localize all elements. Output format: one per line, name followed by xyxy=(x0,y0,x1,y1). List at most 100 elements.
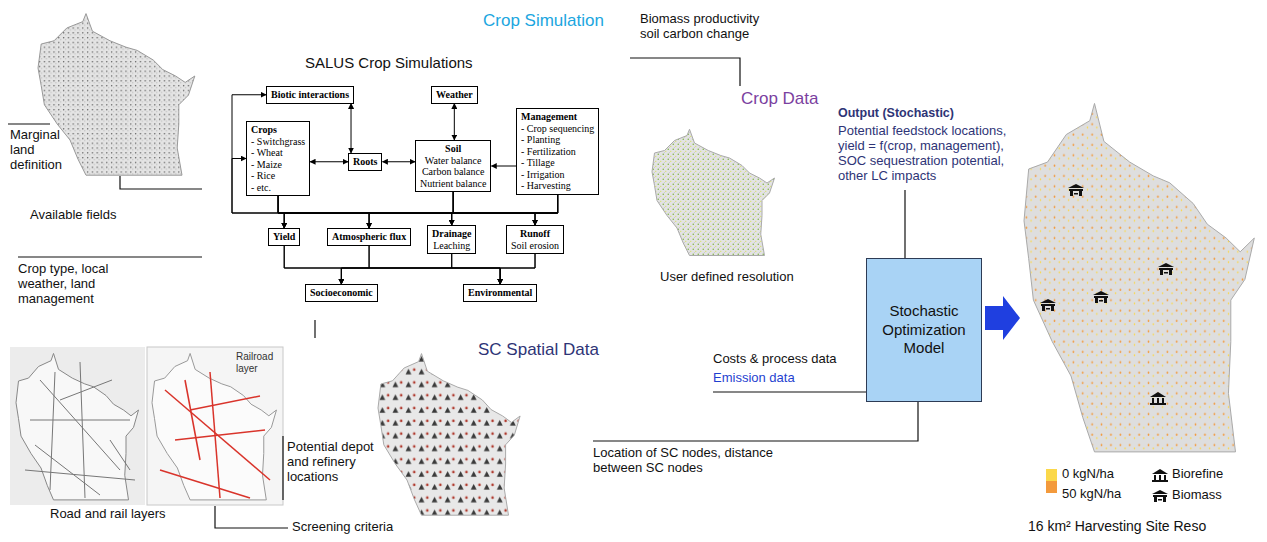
illustration-part xyxy=(904,190,905,258)
legend-text: Biorefine xyxy=(1172,467,1223,482)
illustration-part xyxy=(190,396,260,410)
legend-text: Biomass xyxy=(1172,488,1222,503)
node-text: Carbon balance xyxy=(420,166,486,178)
annotation-label: Costs & process data xyxy=(713,352,837,367)
illustration-part xyxy=(630,58,740,86)
illustration-part xyxy=(713,391,866,392)
node-heading: Weather xyxy=(436,89,473,101)
illustration-part xyxy=(175,430,265,440)
node-text: Leaching xyxy=(432,240,471,252)
annotation-label: Potential depot and refinery locations xyxy=(287,440,379,485)
node-text: - etc. xyxy=(251,182,305,194)
connector xyxy=(453,192,535,225)
illustration-part xyxy=(120,176,202,189)
process-box: Roots xyxy=(348,153,382,171)
process-box: RunoffSoil erosion xyxy=(506,225,564,254)
node-text: - Irrigation xyxy=(521,169,594,181)
illustration-part xyxy=(215,506,288,528)
illustration-part xyxy=(210,372,220,498)
node-heading: Soil xyxy=(420,143,486,155)
connector xyxy=(284,195,557,229)
leader-lines xyxy=(8,58,918,528)
rail-map xyxy=(152,353,276,499)
process-box: Yield xyxy=(268,228,300,246)
connector xyxy=(341,254,535,284)
legend-swatch xyxy=(1046,481,1057,493)
road-map xyxy=(16,353,139,499)
node-text: - Rice xyxy=(251,170,305,182)
node-text: - Fertilization xyxy=(521,146,594,158)
node-heading: Stochastic Optimization Model xyxy=(875,302,973,358)
node-text: - Maize xyxy=(251,159,305,171)
annotation-label: User defined resolution xyxy=(660,270,794,285)
process-box: Management- Crop sequencing- Planting- F… xyxy=(516,108,599,195)
node-heading: Crops xyxy=(251,124,305,136)
connector xyxy=(369,192,453,228)
process-box: SoilWater balanceCarbon balanceNutrient … xyxy=(415,140,491,192)
illustration-part xyxy=(1152,490,1168,502)
connector xyxy=(452,254,500,284)
rail-map-ground xyxy=(147,347,283,505)
illustration-part xyxy=(35,445,100,495)
annotation-label: Railroad layer xyxy=(236,351,282,374)
process-box: Environmental xyxy=(463,284,537,302)
illustration-part xyxy=(8,123,50,124)
annotation-label: Crop Data xyxy=(741,89,818,109)
connector xyxy=(452,195,558,226)
annotation-label: Available fields xyxy=(30,208,116,223)
node-heading: Management xyxy=(521,111,594,123)
node-text: - Switchgrass xyxy=(251,136,305,148)
illustration-part xyxy=(282,436,283,500)
connector xyxy=(278,196,535,225)
illustration-part xyxy=(60,380,112,400)
connector xyxy=(278,196,452,225)
process-box: DrainageLeaching xyxy=(427,225,476,254)
rail-lines xyxy=(160,372,270,498)
connector xyxy=(278,196,369,228)
illustration-part xyxy=(80,362,85,498)
marginal-land-map xyxy=(38,14,195,176)
node-heading: Environmental xyxy=(468,287,532,299)
connector xyxy=(278,196,284,228)
node-heading: Socioeconomic xyxy=(310,287,373,299)
sc-node-map xyxy=(378,354,520,516)
illustration-part xyxy=(1150,392,1166,405)
node-text: Water balance xyxy=(420,155,486,167)
annotation-label: SC Spatial Data xyxy=(478,340,599,360)
node-text: Nutrient balance xyxy=(420,178,486,190)
connector xyxy=(351,104,352,154)
connector xyxy=(369,195,558,229)
node-text: Soil erosion xyxy=(511,240,559,252)
facility-icons xyxy=(1040,184,1174,502)
annotation-label: Biomass productivity soil carbon change xyxy=(640,12,770,42)
legend-swatch xyxy=(1046,469,1057,481)
illustration-part xyxy=(1152,469,1168,482)
node-text: - Crop sequencing xyxy=(521,123,594,135)
connector xyxy=(284,246,500,285)
annotation-label: 16 km² Harvesting Site Reso xyxy=(1028,518,1206,534)
illustration-part xyxy=(1040,299,1056,311)
legend-text: 0 kgN/ha xyxy=(1062,467,1114,482)
connector xyxy=(382,161,415,162)
node-heading: Roots xyxy=(353,156,377,168)
annotation-label: Marginal land definition xyxy=(10,128,70,173)
annotation-label: Crop type, local weather, land managemen… xyxy=(18,262,126,307)
road-map-ground xyxy=(10,347,145,505)
illustration-part xyxy=(30,420,130,421)
process-box: Crops- Switchgrass- Wheat- Maize- Rice- … xyxy=(246,121,310,196)
crop-data-map xyxy=(652,129,775,255)
node-heading: Yield xyxy=(273,231,295,243)
process-box: Atmospheric flux xyxy=(327,228,411,246)
connector xyxy=(535,195,558,226)
illustration-part xyxy=(40,380,120,470)
illustration-part xyxy=(185,380,200,460)
illustration-part xyxy=(1093,291,1109,303)
node-heading: Runoff xyxy=(511,228,559,240)
node-text: - Tillage xyxy=(521,157,594,169)
node-heading: Atmospheric flux xyxy=(332,231,406,243)
legend-text: 50 kgN/ha xyxy=(1062,487,1121,502)
road-lines xyxy=(25,362,135,498)
connector xyxy=(454,104,455,141)
annotation-label: Emission data xyxy=(713,371,795,386)
